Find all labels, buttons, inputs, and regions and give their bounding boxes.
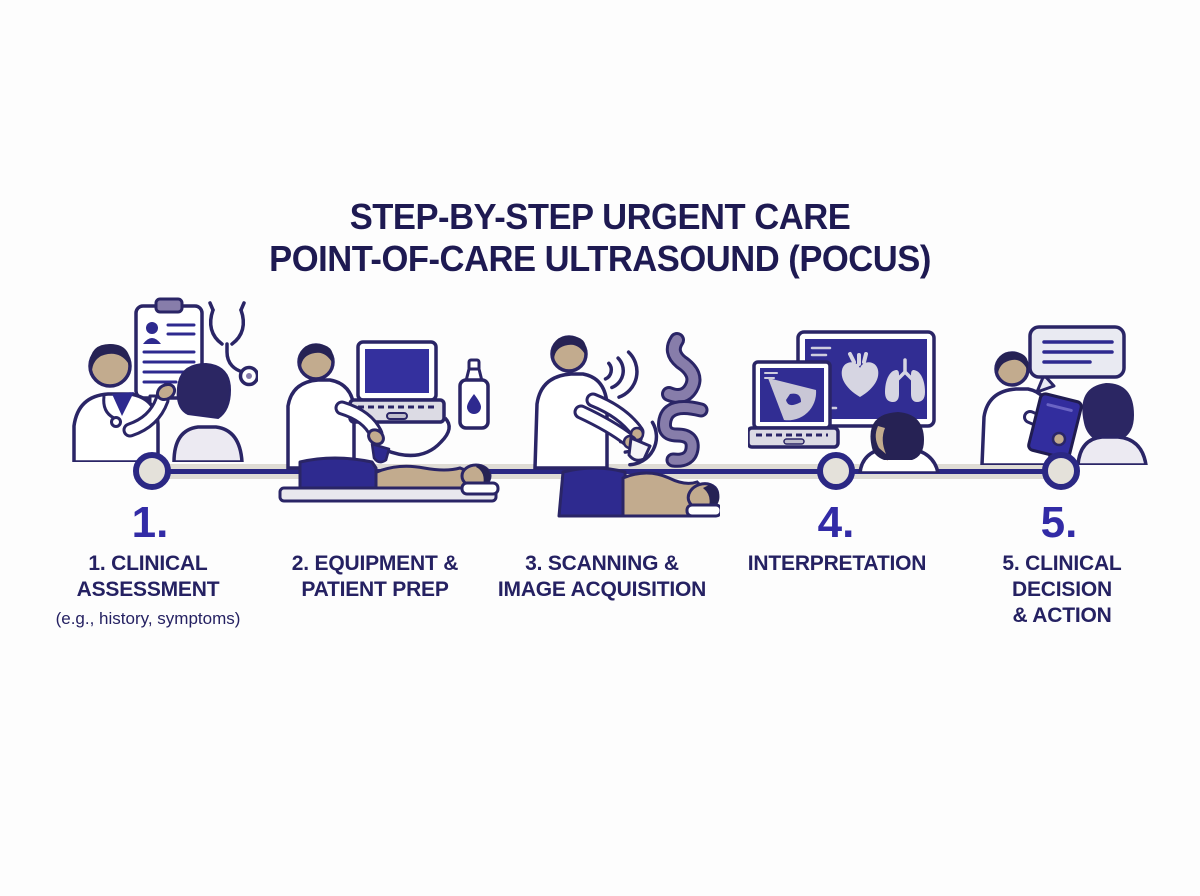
probe-cable [384,416,451,458]
gel-bottle-icon [458,358,490,430]
timeline-node-step-4 [817,452,855,490]
step-1-subtext: (e.g., history, symptoms) [55,609,241,628]
step-5-number: 5. [1040,498,1078,547]
step-3-label: 3. SCANNING & IMAGE ACQUISITION [497,552,707,601]
step-4-number: 4. [817,498,855,547]
step-5-label: 5. CLINICAL DECISION & ACTION [1002,552,1122,627]
patient-figure [557,466,723,518]
laptop-with-ultrasound-image-icon [746,360,840,449]
step-2-label: 2. EQUIPMENT & PATIENT PREP [291,552,459,601]
page-title: STEP-BY-STEP URGENT CARE POINT-OF-CARE U… [24,196,1176,280]
title-line-2: POINT-OF-CARE ULTRASOUND (POCUS) [269,238,931,279]
patient-on-table [278,456,500,503]
step-4-illustration [746,328,948,478]
stethoscope-icon [208,301,260,387]
step-3-illustration [505,326,723,526]
clinician-figure [980,351,1083,467]
step-1-illustration [58,292,260,467]
speech-bubble-icon [1028,325,1126,394]
tablet-icon [1027,392,1083,460]
timeline-node-step-1 [133,452,171,490]
timeline-node-step-5 [1042,452,1080,490]
clinician-figure [533,335,652,470]
ultrasound-laptop-icon [348,340,451,458]
patient-figure [172,362,244,464]
clinician-arm-with-probe [334,400,391,464]
title-line-1: STEP-BY-STEP URGENT CARE [349,196,851,237]
patient-figure [1076,383,1149,467]
doctor-figure [72,344,177,464]
step-5-illustration [972,325,1157,470]
step-1-label: 1. CLINICAL ASSESSMENT (e.g., history, s… [28,551,268,631]
ultrasound-probe-icon [627,436,652,462]
stomach-intestines-icon [657,332,709,468]
lungs-icon [885,358,925,402]
step-1-number: 1. [131,498,169,547]
viewer-figure [858,412,941,475]
ultrasound-probe-icon [370,442,391,464]
step-2-illustration [272,336,502,516]
heart-icon [841,352,879,397]
step-4-label: INTERPRETATION [747,552,927,575]
